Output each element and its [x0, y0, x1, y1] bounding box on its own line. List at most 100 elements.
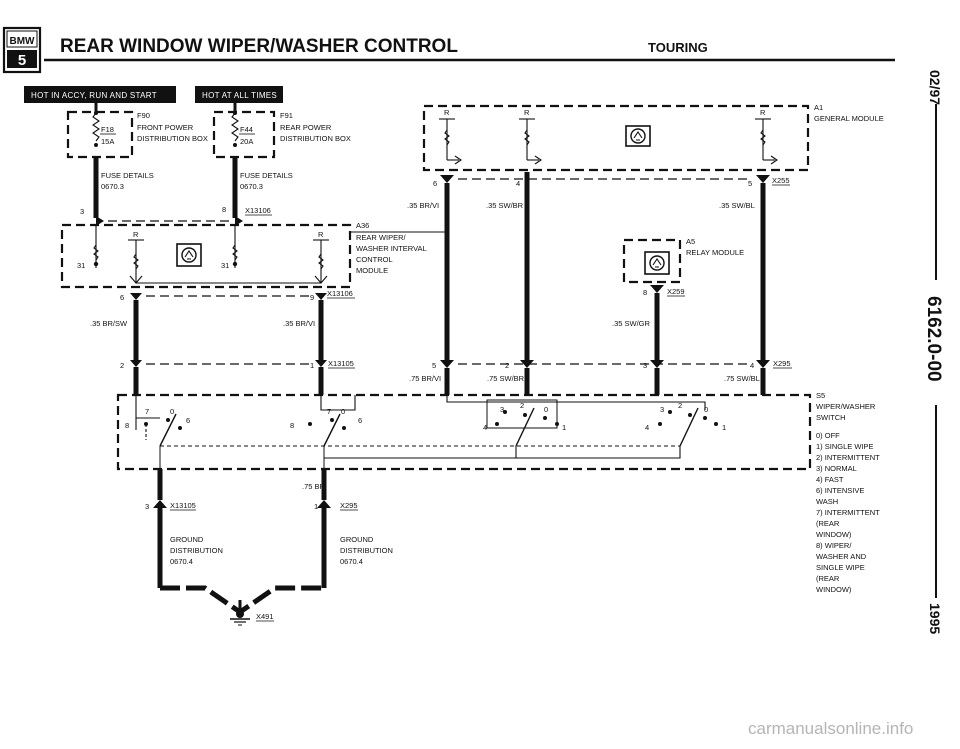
sw4-pos-4: 4	[645, 423, 649, 432]
pin-6-x13106: 6	[120, 293, 124, 302]
variant-label: TOURING	[648, 40, 708, 55]
legend-8d: (REAR	[816, 574, 840, 583]
fuse-f18-details: FUSE DETAILS	[101, 171, 154, 180]
pin-1-x295-lower: 1	[314, 502, 318, 511]
pin-6-a1: 6	[433, 179, 437, 188]
pin-8-a5: 8	[643, 288, 647, 297]
legend-7b: (REAR	[816, 519, 840, 528]
sw2-pos-0: 0	[341, 407, 345, 416]
switch-position-legend: 0) OFF 1) SINGLE WIPE 2) INTERMITTENT 3)…	[816, 431, 880, 594]
legend-7c: WINDOW)	[816, 530, 852, 539]
sw4-pos-2: 2	[678, 401, 682, 410]
pin-3-x295: 3	[643, 361, 647, 370]
wire-a36-out-right: .35 BR/VI	[283, 319, 315, 328]
module-a1: A1 GENERAL MODULE R R R	[422, 103, 884, 172]
module-a5-name: RELAY MODULE	[686, 248, 744, 257]
badge-bottom: 5	[18, 52, 26, 69]
relay-r-a36-right: R	[318, 230, 324, 239]
pin-8-a36: 8	[222, 205, 226, 214]
ground-right-name: GROUND	[340, 535, 374, 544]
badge-top: BMW	[10, 36, 36, 47]
sw1-pos-6: 6	[186, 416, 190, 425]
fuse-f44-details-ref: 0670.3	[240, 182, 263, 191]
hot-always-box	[195, 86, 283, 103]
fuse-f18-details-ref: 0670.3	[101, 182, 124, 191]
sw3-pos-3: 3	[500, 405, 504, 414]
module-a5: A5 RELAY MODULE	[622, 237, 744, 284]
legend-7: 7) INTERMITTENT	[816, 508, 880, 517]
module-a36-name3: CONTROL	[356, 255, 393, 264]
wire-x295-b: .75 SW/BR	[487, 374, 525, 383]
module-a36-id: A36	[356, 221, 369, 230]
ground-right-desc: DISTRIBUTION	[340, 546, 393, 555]
fuse-f44-details: FUSE DETAILS	[240, 171, 293, 180]
connector-x13105: X13105	[328, 359, 354, 368]
pin-3-a36: 3	[80, 207, 84, 216]
fuse-box-f90-desc2: DISTRIBUTION BOX	[137, 134, 208, 143]
wire-x295-a: .75 BR/VI	[409, 374, 441, 383]
legend-4: 4) FAST	[816, 475, 844, 484]
legend-0: 0) OFF	[816, 431, 840, 440]
relay-r-a1-2: R	[524, 108, 530, 117]
relay-r-a1-1: R	[444, 108, 450, 117]
pin-4-a1: 4	[516, 179, 520, 188]
fuse-box-f90: F90	[137, 111, 150, 120]
legend-3: 3) NORMAL	[816, 464, 857, 473]
fuse-box-f91-desc1: REAR POWER	[280, 123, 332, 132]
sw1-pos-0: 0	[170, 407, 174, 416]
switch-s5-name2: SWITCH	[816, 413, 846, 422]
pin-3-x13105-lower: 3	[145, 502, 149, 511]
ground-point-icon	[236, 610, 244, 618]
sw1-pos-7: 7	[145, 407, 149, 416]
legend-2: 2) INTERMITTENT	[816, 453, 880, 462]
side-code: 6162.0-00	[923, 296, 944, 382]
relay-r-a1-3: R	[760, 108, 766, 117]
module-a36: A36 REAR WIPER/ WASHER INTERVAL CONTROL …	[60, 221, 427, 289]
ic-symbol-a1	[625, 125, 651, 147]
sw4-pos-1: 1	[722, 423, 726, 432]
pin-2-x295: 2	[505, 361, 509, 370]
hot-accy-box	[24, 86, 176, 103]
hot-accy-label: HOT IN ACCY, RUN AND START	[31, 91, 157, 100]
sw1-pos-8: 8	[125, 421, 129, 430]
switch-s5-name1: WIPER/WASHER	[816, 402, 876, 411]
hot-always-label: HOT AT ALL TIMES	[202, 91, 277, 100]
module-a36-name4: MODULE	[356, 266, 388, 275]
pin-2-x13105: 2	[120, 361, 124, 370]
side-year: 1995	[927, 603, 943, 634]
wire-sw-bl-a1: .35 SW/BL	[719, 201, 755, 210]
ground-right-ref: 0670.4	[340, 557, 363, 566]
sw3-pos-4: 4	[483, 423, 487, 432]
wire-a5-out: .35 SW/GR	[612, 319, 651, 328]
wire-a36-a1: .35 BR/VI	[407, 201, 439, 210]
pin-31-a36-left: 31	[77, 261, 85, 270]
legend-1: 1) SINGLE WIPE	[816, 442, 874, 451]
fuse-box-f90-desc1: FRONT POWER	[137, 123, 194, 132]
switch-s5-id: S5	[816, 391, 825, 400]
sw4-pos-0: 0	[704, 405, 708, 414]
fuse-f44: F44 20A F91 REAR POWER DISTRIBUTION BOX …	[212, 103, 351, 218]
fuse-f44-id: F44	[240, 125, 253, 134]
pin-4-x295: 4	[750, 361, 754, 370]
side-date: 02/97	[927, 70, 943, 105]
sw3-pos-1: 1	[562, 423, 566, 432]
ground-left-desc: DISTRIBUTION	[170, 546, 223, 555]
legend-8b: WASHER AND	[816, 552, 867, 561]
module-a36-name1: REAR WIPER/	[356, 233, 407, 242]
sw4-pos-3: 3	[660, 405, 664, 414]
bmw-badge: BMW 5	[2, 26, 42, 74]
sw3-pos-0: 0	[544, 405, 548, 414]
ground-left-ref: 0670.4	[170, 557, 193, 566]
pin-5-x295: 5	[432, 361, 436, 370]
watermark: carmanualsonline.info	[748, 719, 913, 738]
ground-left-name: GROUND	[170, 535, 204, 544]
module-a5-id: A5	[686, 237, 695, 246]
connector-x255: X255	[772, 176, 790, 185]
connector-x13105-lower: X13105	[170, 501, 196, 510]
connector-x295-right: X295	[773, 359, 791, 368]
relay-r-a36-left: R	[133, 230, 139, 239]
legend-8c: SINGLE WIPE	[816, 563, 865, 572]
fuse-box-f91: F91	[280, 111, 293, 120]
wire-sw-br-a1: .35 SW/BR	[486, 201, 524, 210]
